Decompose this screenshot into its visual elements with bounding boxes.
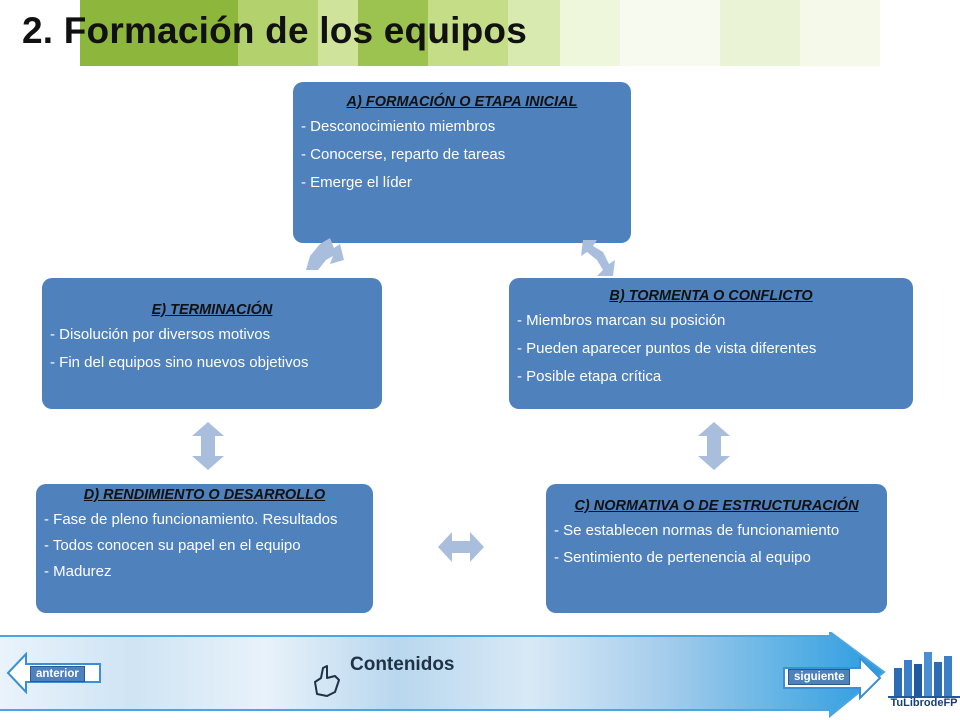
stage-a-box: A) FORMACIÓN O ETAPA INICIAL - Desconoci… xyxy=(293,82,631,243)
header-banner xyxy=(0,0,960,66)
footer-band xyxy=(0,632,886,719)
stage-a-item: - Emerge el líder xyxy=(301,173,412,191)
stage-e-items: - Disolución por diversos motivos - Fin … xyxy=(50,326,374,373)
stage-c-items: - Se establecen normas de funcionamiento… xyxy=(554,522,879,568)
stage-c-item: - Sentimiento de pertenencia al equipo xyxy=(554,549,811,567)
stage-d-title: D) RENDIMIENTO O DESARROLLO xyxy=(83,487,326,503)
stage-e-box: E) TERMINACIÓN - Disolución por diversos… xyxy=(42,278,382,409)
stage-e-item: - Fin del equipos sino nuevos objetivos xyxy=(50,354,309,372)
stage-b-box: B) TORMENTA O CONFLICTO - Miembros marca… xyxy=(509,278,913,409)
next-button[interactable]: siguiente xyxy=(788,669,851,685)
stage-b-items: - Miembros marcan su posición - Pueden a… xyxy=(517,312,905,386)
stage-b-title: B) TORMENTA O CONFLICTO xyxy=(609,288,813,304)
connector-e-a xyxy=(306,238,344,270)
previous-button[interactable]: anterior xyxy=(30,666,85,682)
stage-c-item: - Se establecen normas de funcionamiento xyxy=(554,522,840,540)
stage-a-item: - Desconocimiento miembros xyxy=(301,118,496,136)
logo-text: TuLibrodeFP xyxy=(890,697,958,709)
stage-e-title: E) TERMINACIÓN xyxy=(151,302,273,318)
connector-e-d xyxy=(192,422,224,470)
book-logo-icon[interactable] xyxy=(888,646,960,720)
page-title: 2. Formación de los equipos xyxy=(22,10,527,51)
stage-b-item: - Miembros marcan su posición xyxy=(517,312,726,330)
stage-a-title: A) FORMACIÓN O ETAPA INICIAL xyxy=(346,94,578,110)
stage-d-item: - Madurez xyxy=(44,562,112,580)
connector-a-b xyxy=(581,240,615,276)
stage-b-item: - Posible etapa crítica xyxy=(517,367,662,385)
stage-d-item: - Todos conocen su papel en el equipo xyxy=(44,537,301,555)
hand-pointer-icon[interactable] xyxy=(313,664,341,698)
connector-d-c xyxy=(438,532,484,562)
contents-link[interactable]: Contenidos xyxy=(350,654,455,675)
stage-b-item: - Pueden aparecer puntos de vista difere… xyxy=(517,340,817,358)
stage-e-item: - Disolución por diversos motivos xyxy=(50,326,271,344)
stage-d-box: D) RENDIMIENTO O DESARROLLO - Fase de pl… xyxy=(36,484,373,613)
stage-c-box: C) NORMATIVA O DE ESTRUCTURACIÓN - Se es… xyxy=(546,484,887,613)
stage-c-title: C) NORMATIVA O DE ESTRUCTURACIÓN xyxy=(574,498,859,514)
stage-a-item: - Conocerse, reparto de tareas xyxy=(301,146,506,164)
connector-b-c xyxy=(698,422,730,470)
stage-d-item: - Fase de pleno funcionamiento. Resultad… xyxy=(44,511,338,529)
stage-d-items: - Fase de pleno funcionamiento. Resultad… xyxy=(44,511,365,581)
stage-a-items: - Desconocimiento miembros - Conocerse, … xyxy=(301,118,623,192)
